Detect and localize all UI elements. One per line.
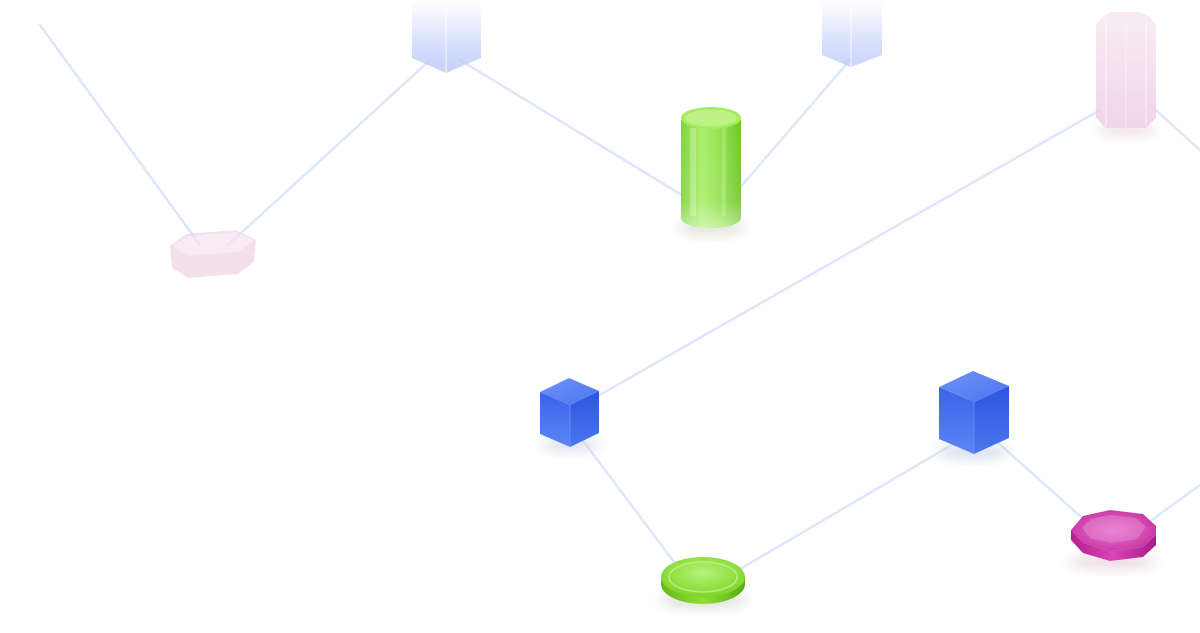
faded-hexagon-prism-top-center xyxy=(822,0,882,67)
connector-lines xyxy=(38,23,1200,577)
connector-line xyxy=(573,428,682,572)
faded-octagon-disc-left xyxy=(170,230,256,278)
connector-line xyxy=(226,58,432,247)
blue-cube-right xyxy=(937,371,1009,459)
blue-cube-left xyxy=(540,378,600,451)
connector-line xyxy=(993,438,1092,527)
connector-line xyxy=(736,58,852,192)
green-cylinder xyxy=(677,107,745,235)
faded-octagon-prism-top-right xyxy=(1096,12,1156,136)
faded-hexagon-prism-top-left xyxy=(412,0,481,73)
connector-line xyxy=(580,108,1102,407)
green-disc xyxy=(659,557,747,608)
connector-line xyxy=(728,438,962,577)
magenta-octagon-disc xyxy=(1069,510,1157,569)
connector-line xyxy=(38,23,202,247)
connector-line xyxy=(458,58,692,202)
connector-line xyxy=(1148,103,1200,152)
connector-line xyxy=(1143,483,1200,527)
